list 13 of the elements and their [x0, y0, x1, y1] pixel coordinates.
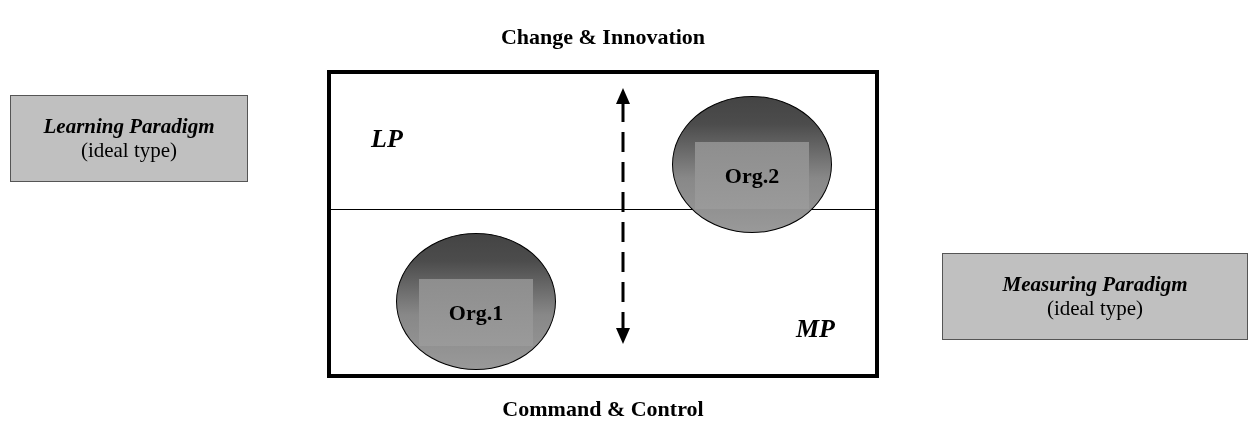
paradigm-box	[942, 253, 1248, 340]
paradigm-box	[10, 95, 248, 182]
organization-label: Org.1	[419, 279, 533, 346]
paradigm-subtitle: (ideal type)	[1046, 296, 1144, 320]
quadrant-frame	[327, 70, 879, 378]
organization-label: Org.2	[695, 142, 809, 209]
paradigm-title: Measuring Paradigm	[1002, 273, 1188, 297]
band-label: LP	[371, 124, 403, 154]
band-label: MP	[796, 314, 835, 344]
paradigm-subtitle: (ideal type)	[80, 138, 178, 162]
axis-label: Change & Innovation	[500, 24, 706, 50]
paradigm-title: Learning Paradigm	[43, 115, 215, 139]
axis-label: Command & Control	[502, 396, 704, 422]
